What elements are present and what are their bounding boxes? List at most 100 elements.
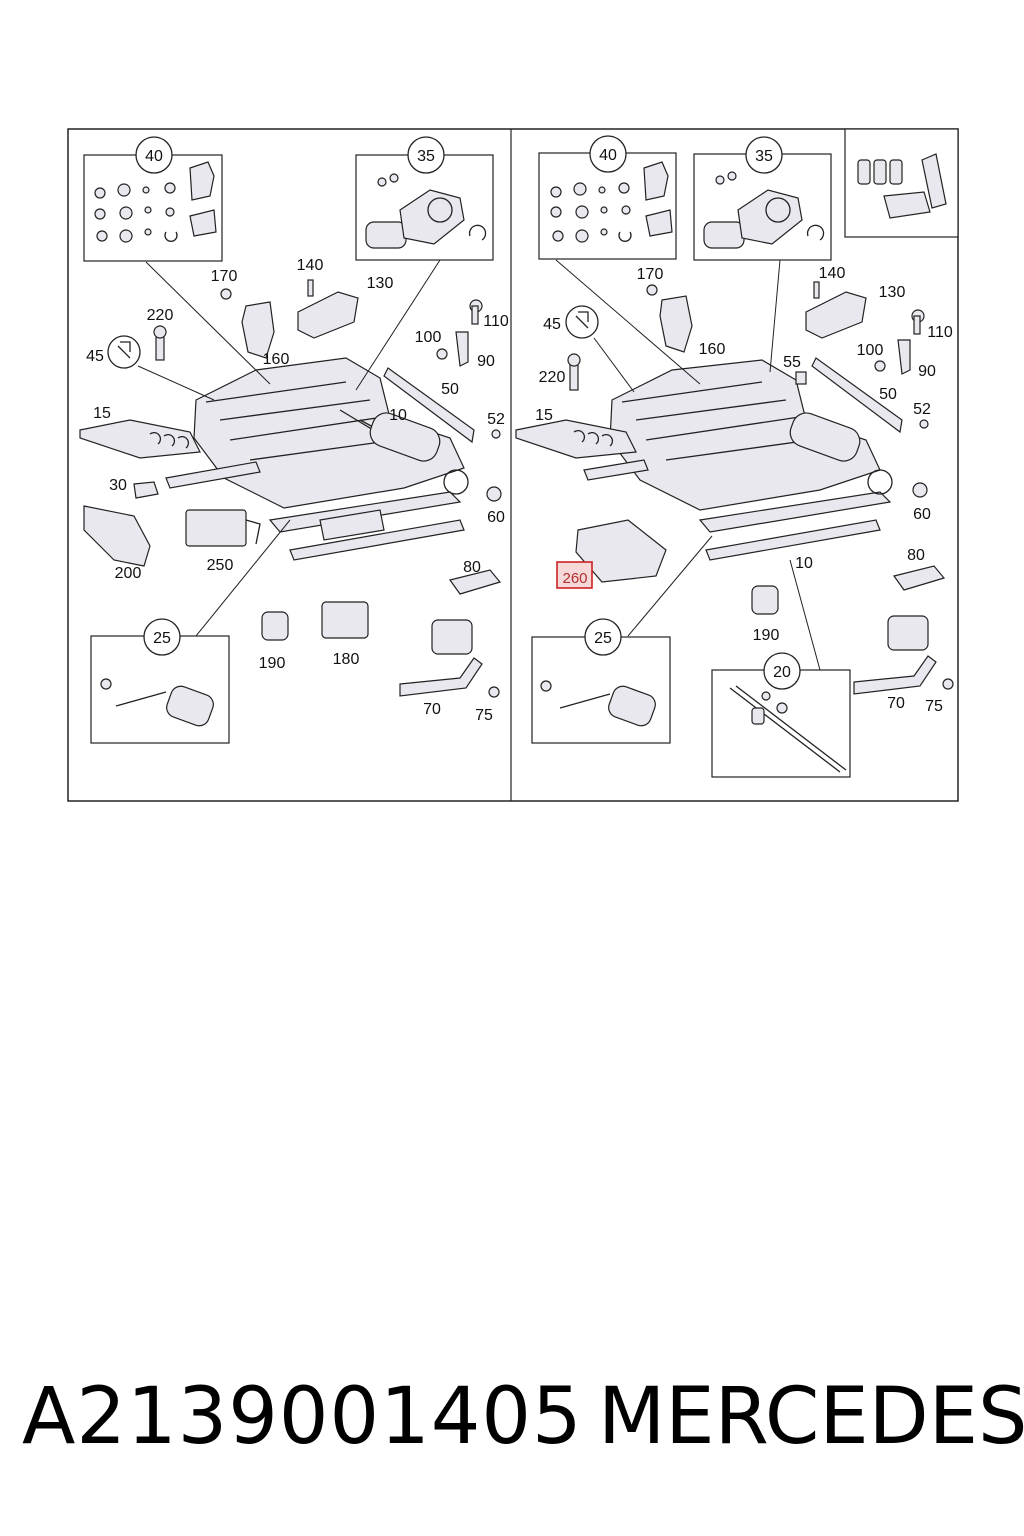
callout-40-left [135, 136, 173, 174]
part-60 [486, 486, 502, 502]
part-190 [261, 611, 289, 641]
part-110 [911, 309, 925, 335]
label-100: 100 [857, 342, 884, 359]
callout-40-label: 40 [145, 148, 163, 165]
part-80 [892, 565, 946, 591]
label-130: 130 [367, 275, 394, 292]
label-90: 90 [477, 353, 495, 370]
label-220: 220 [539, 369, 566, 386]
sensor-icon [100, 678, 214, 727]
label-170: 170 [211, 268, 238, 285]
part-190 [751, 585, 779, 615]
label-140: 140 [819, 265, 846, 282]
label-110: 110 [927, 324, 953, 341]
hardware-icons [550, 161, 673, 243]
callout-35-label: 35 [417, 148, 435, 165]
part-260 [575, 519, 667, 583]
part-250 [185, 509, 261, 547]
motor-icon [365, 173, 487, 249]
part-100 [436, 348, 448, 360]
part-60 [912, 482, 928, 498]
callout-40-right [589, 135, 627, 173]
label-180: 180 [333, 651, 360, 668]
part-75 [942, 678, 954, 690]
part-90 [897, 339, 911, 375]
label-45: 45 [86, 348, 104, 365]
label-50: 50 [441, 381, 459, 398]
label-140: 140 [297, 257, 324, 274]
part-170 [646, 284, 658, 296]
label-45: 45 [543, 316, 561, 333]
leader-45 [593, 337, 635, 393]
label-50: 50 [879, 386, 897, 403]
part-170 [220, 288, 232, 300]
callout-35-label: 35 [755, 148, 773, 165]
part-200 [83, 505, 151, 567]
seat-switch-icon [857, 153, 947, 219]
callout-20-label: 20 [773, 664, 791, 681]
rod-50 [383, 367, 475, 444]
label-52: 52 [913, 401, 931, 418]
part-15 [515, 419, 637, 459]
callout-25-left [143, 618, 181, 656]
leader-40 [555, 259, 701, 385]
diagram-frame [67, 128, 959, 802]
seat-frame-left [165, 357, 469, 561]
label-80: 80 [907, 547, 925, 564]
label-70: 70 [887, 695, 905, 712]
part-140 [307, 279, 314, 297]
wrench-icon-right [565, 305, 599, 339]
label-110: 110 [483, 313, 509, 330]
label-60: 60 [487, 509, 505, 526]
label-75: 75 [475, 707, 493, 724]
label-220: 220 [147, 307, 174, 324]
part-110 [469, 299, 483, 325]
leader-35 [769, 259, 781, 373]
label-200: 200 [115, 565, 142, 582]
label-52: 52 [487, 411, 505, 428]
parts-diagram: 40 35 [67, 128, 959, 802]
callout-25-label: 25 [594, 630, 612, 647]
part-52 [491, 429, 501, 439]
label-80: 80 [463, 559, 481, 576]
part-130 [805, 291, 867, 339]
label-130: 130 [879, 284, 906, 301]
part-100 [874, 360, 886, 372]
sensor-icon [540, 680, 656, 727]
part-220 [153, 325, 167, 361]
part-70 [853, 615, 937, 695]
part-160 [659, 295, 693, 353]
label-60: 60 [913, 506, 931, 523]
part-90 [455, 331, 469, 367]
leader-45 [137, 365, 215, 401]
callout-20-right [763, 652, 801, 690]
callout-35-right [745, 136, 783, 174]
label-90: 90 [918, 363, 936, 380]
label-250: 250 [207, 557, 234, 574]
part-180 [321, 601, 369, 639]
seat-frame-right [583, 359, 893, 561]
leader-35 [355, 259, 441, 391]
motor-icon [703, 171, 825, 249]
wrench-icon-left [107, 335, 141, 369]
label-160: 160 [263, 351, 290, 368]
label-10: 10 [389, 407, 407, 424]
label-160: 160 [699, 341, 726, 358]
part-160 [241, 301, 275, 359]
highlighted-label-260: 260 [562, 570, 587, 587]
cable-icon [729, 685, 847, 773]
rod-50 [811, 357, 903, 434]
leader-25 [195, 519, 291, 637]
label-30: 30 [109, 477, 127, 494]
highlight-box-260[interactable] [556, 561, 593, 589]
label-15: 15 [535, 407, 553, 424]
part-75 [488, 686, 500, 698]
leader-20 [789, 559, 821, 671]
callout-25-label: 25 [153, 630, 171, 647]
label-70: 70 [423, 701, 441, 718]
part-number: A2139001405 [22, 1372, 583, 1462]
part-15 [79, 419, 201, 459]
part-130 [297, 291, 359, 339]
part-30 [133, 481, 159, 499]
label-15: 15 [93, 405, 111, 422]
